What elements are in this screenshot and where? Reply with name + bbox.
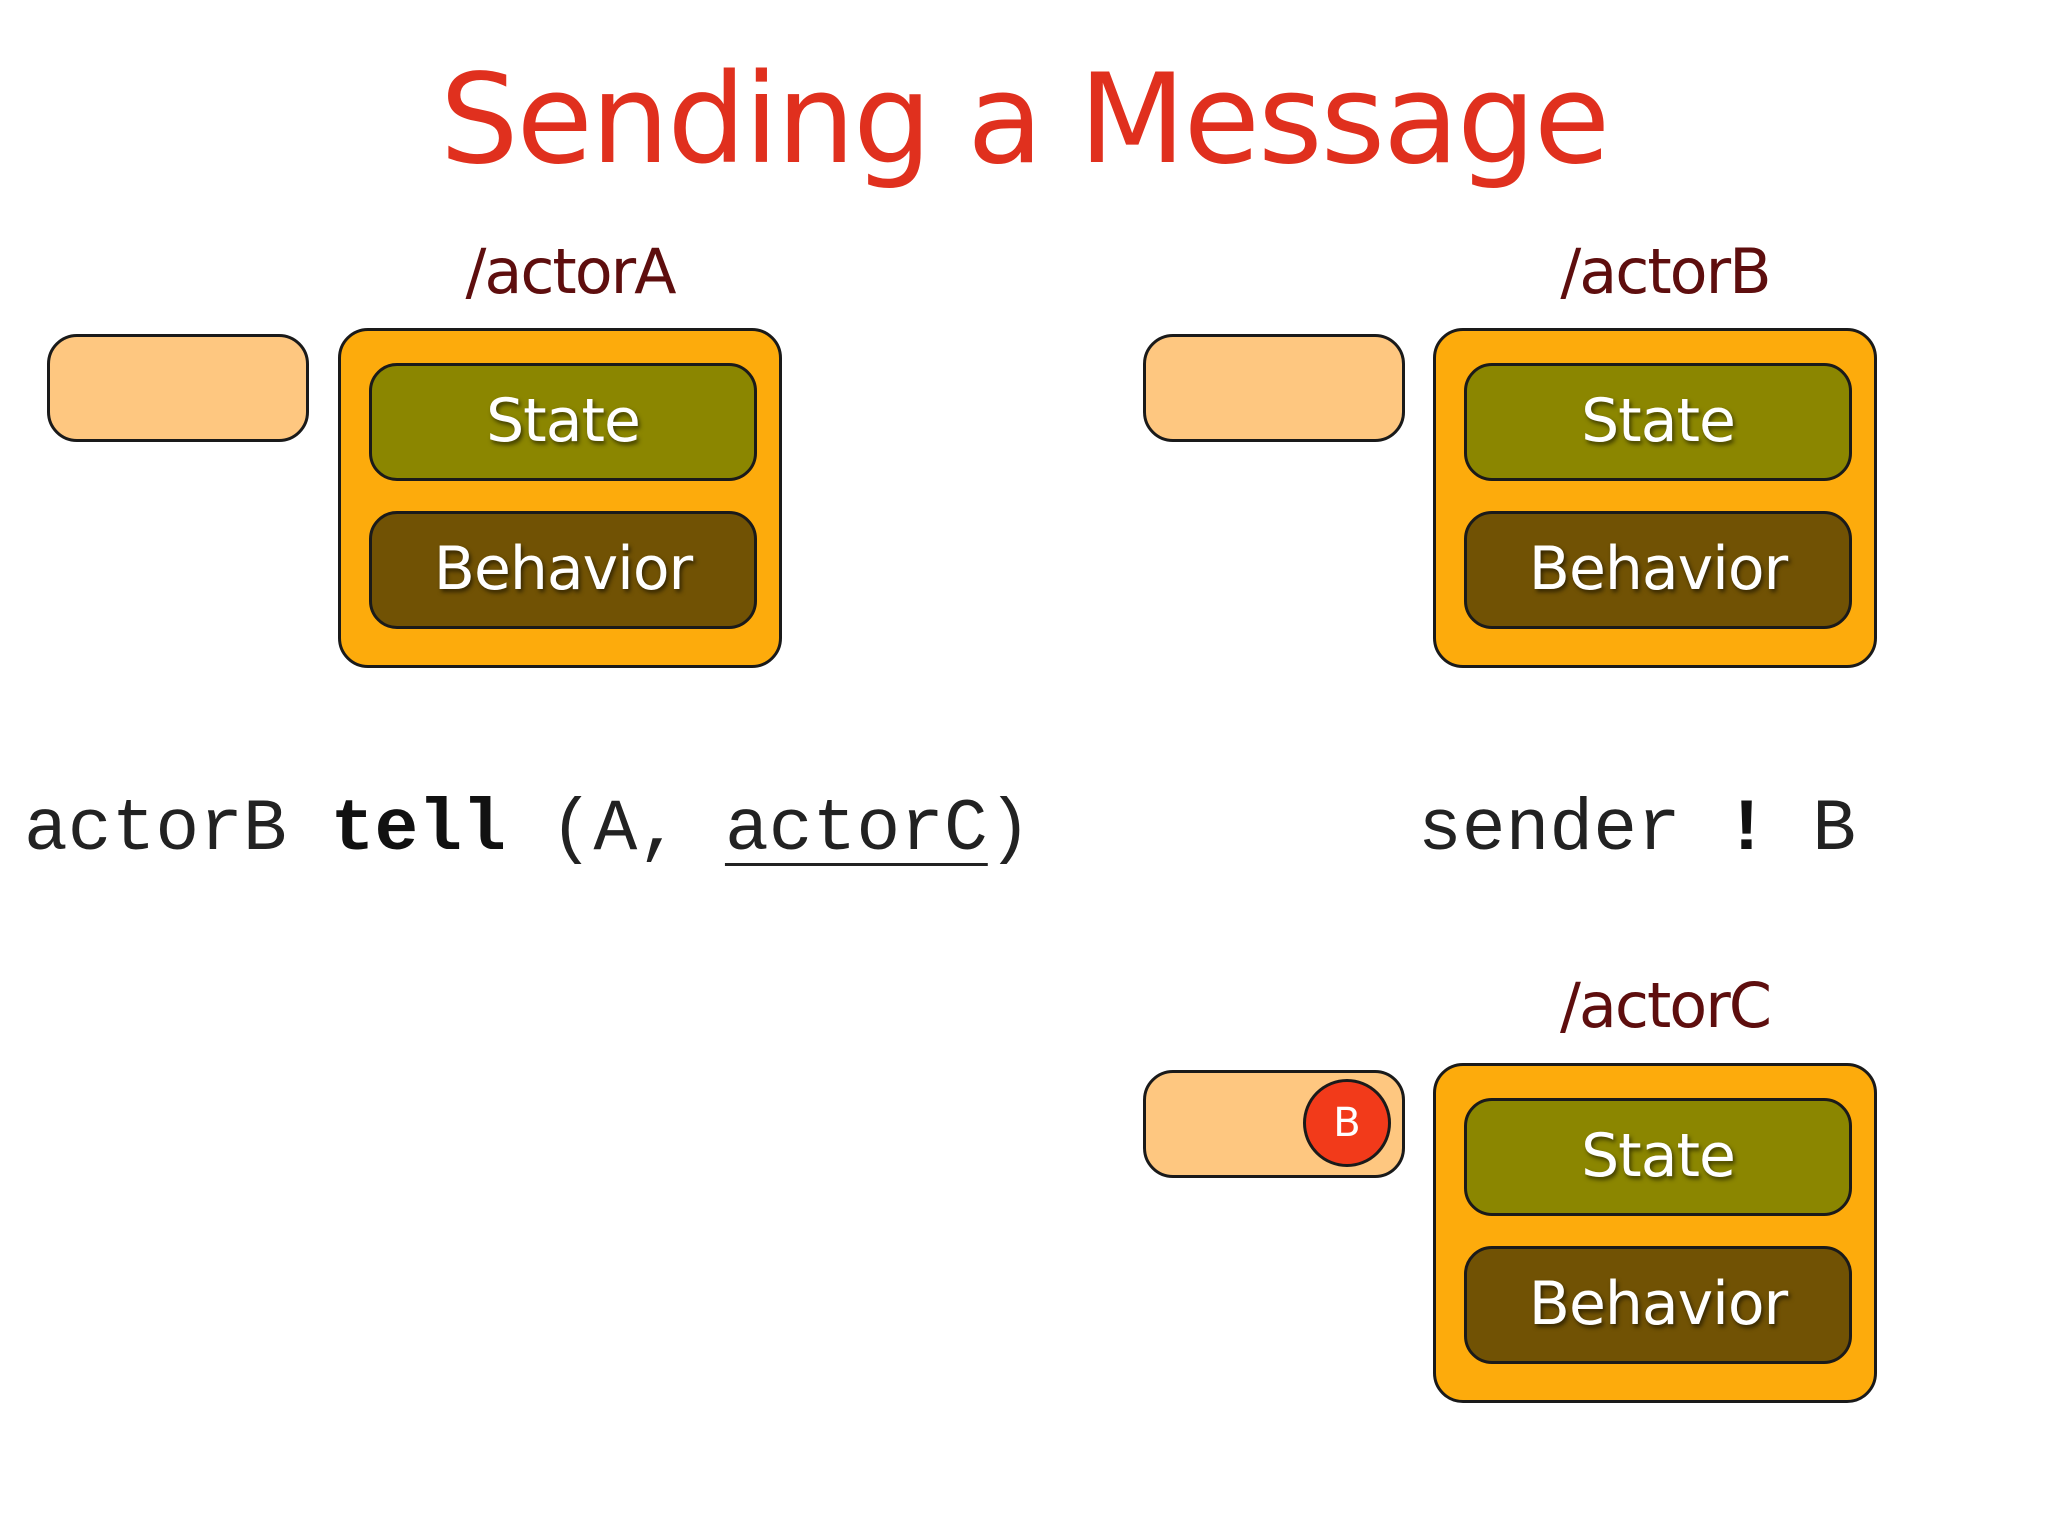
actor-b-state: State: [1464, 363, 1852, 481]
actor-a-behavior: Behavior: [369, 511, 757, 629]
actor-c-state: State: [1464, 1098, 1852, 1216]
code-msg: B: [1812, 788, 1857, 871]
actor-c-mailbox: B: [1143, 1070, 1405, 1178]
code-close: ): [987, 788, 1032, 871]
slide-title: Sending a Message: [439, 48, 1610, 192]
code-op: !: [1724, 788, 1769, 871]
message-b-bubble: B: [1303, 1079, 1391, 1167]
code-arg: actorC: [724, 788, 988, 871]
actor-c-label: /actorC: [1560, 969, 1772, 1042]
code-sender: sender: [1418, 788, 1681, 871]
actor-c-box: State Behavior: [1433, 1063, 1877, 1403]
actor-b-mailbox: [1143, 334, 1405, 442]
code-reply-line: sender ! B: [1418, 780, 1856, 880]
actor-b-box: State Behavior: [1433, 328, 1877, 668]
actor-a-box: State Behavior: [338, 328, 782, 668]
actor-a-mailbox: [47, 334, 309, 442]
code-open: (A,: [549, 788, 682, 871]
actor-b-behavior: Behavior: [1464, 511, 1852, 629]
actor-a-state: State: [369, 363, 757, 481]
code-target: actorB: [24, 788, 287, 871]
actor-b-label: /actorB: [1560, 235, 1771, 308]
actor-a-label: /actorA: [465, 235, 676, 308]
code-method: tell: [330, 788, 506, 871]
actor-c-behavior: Behavior: [1464, 1246, 1852, 1364]
code-tell-line: actorB tell (A, actorC): [24, 780, 1032, 880]
